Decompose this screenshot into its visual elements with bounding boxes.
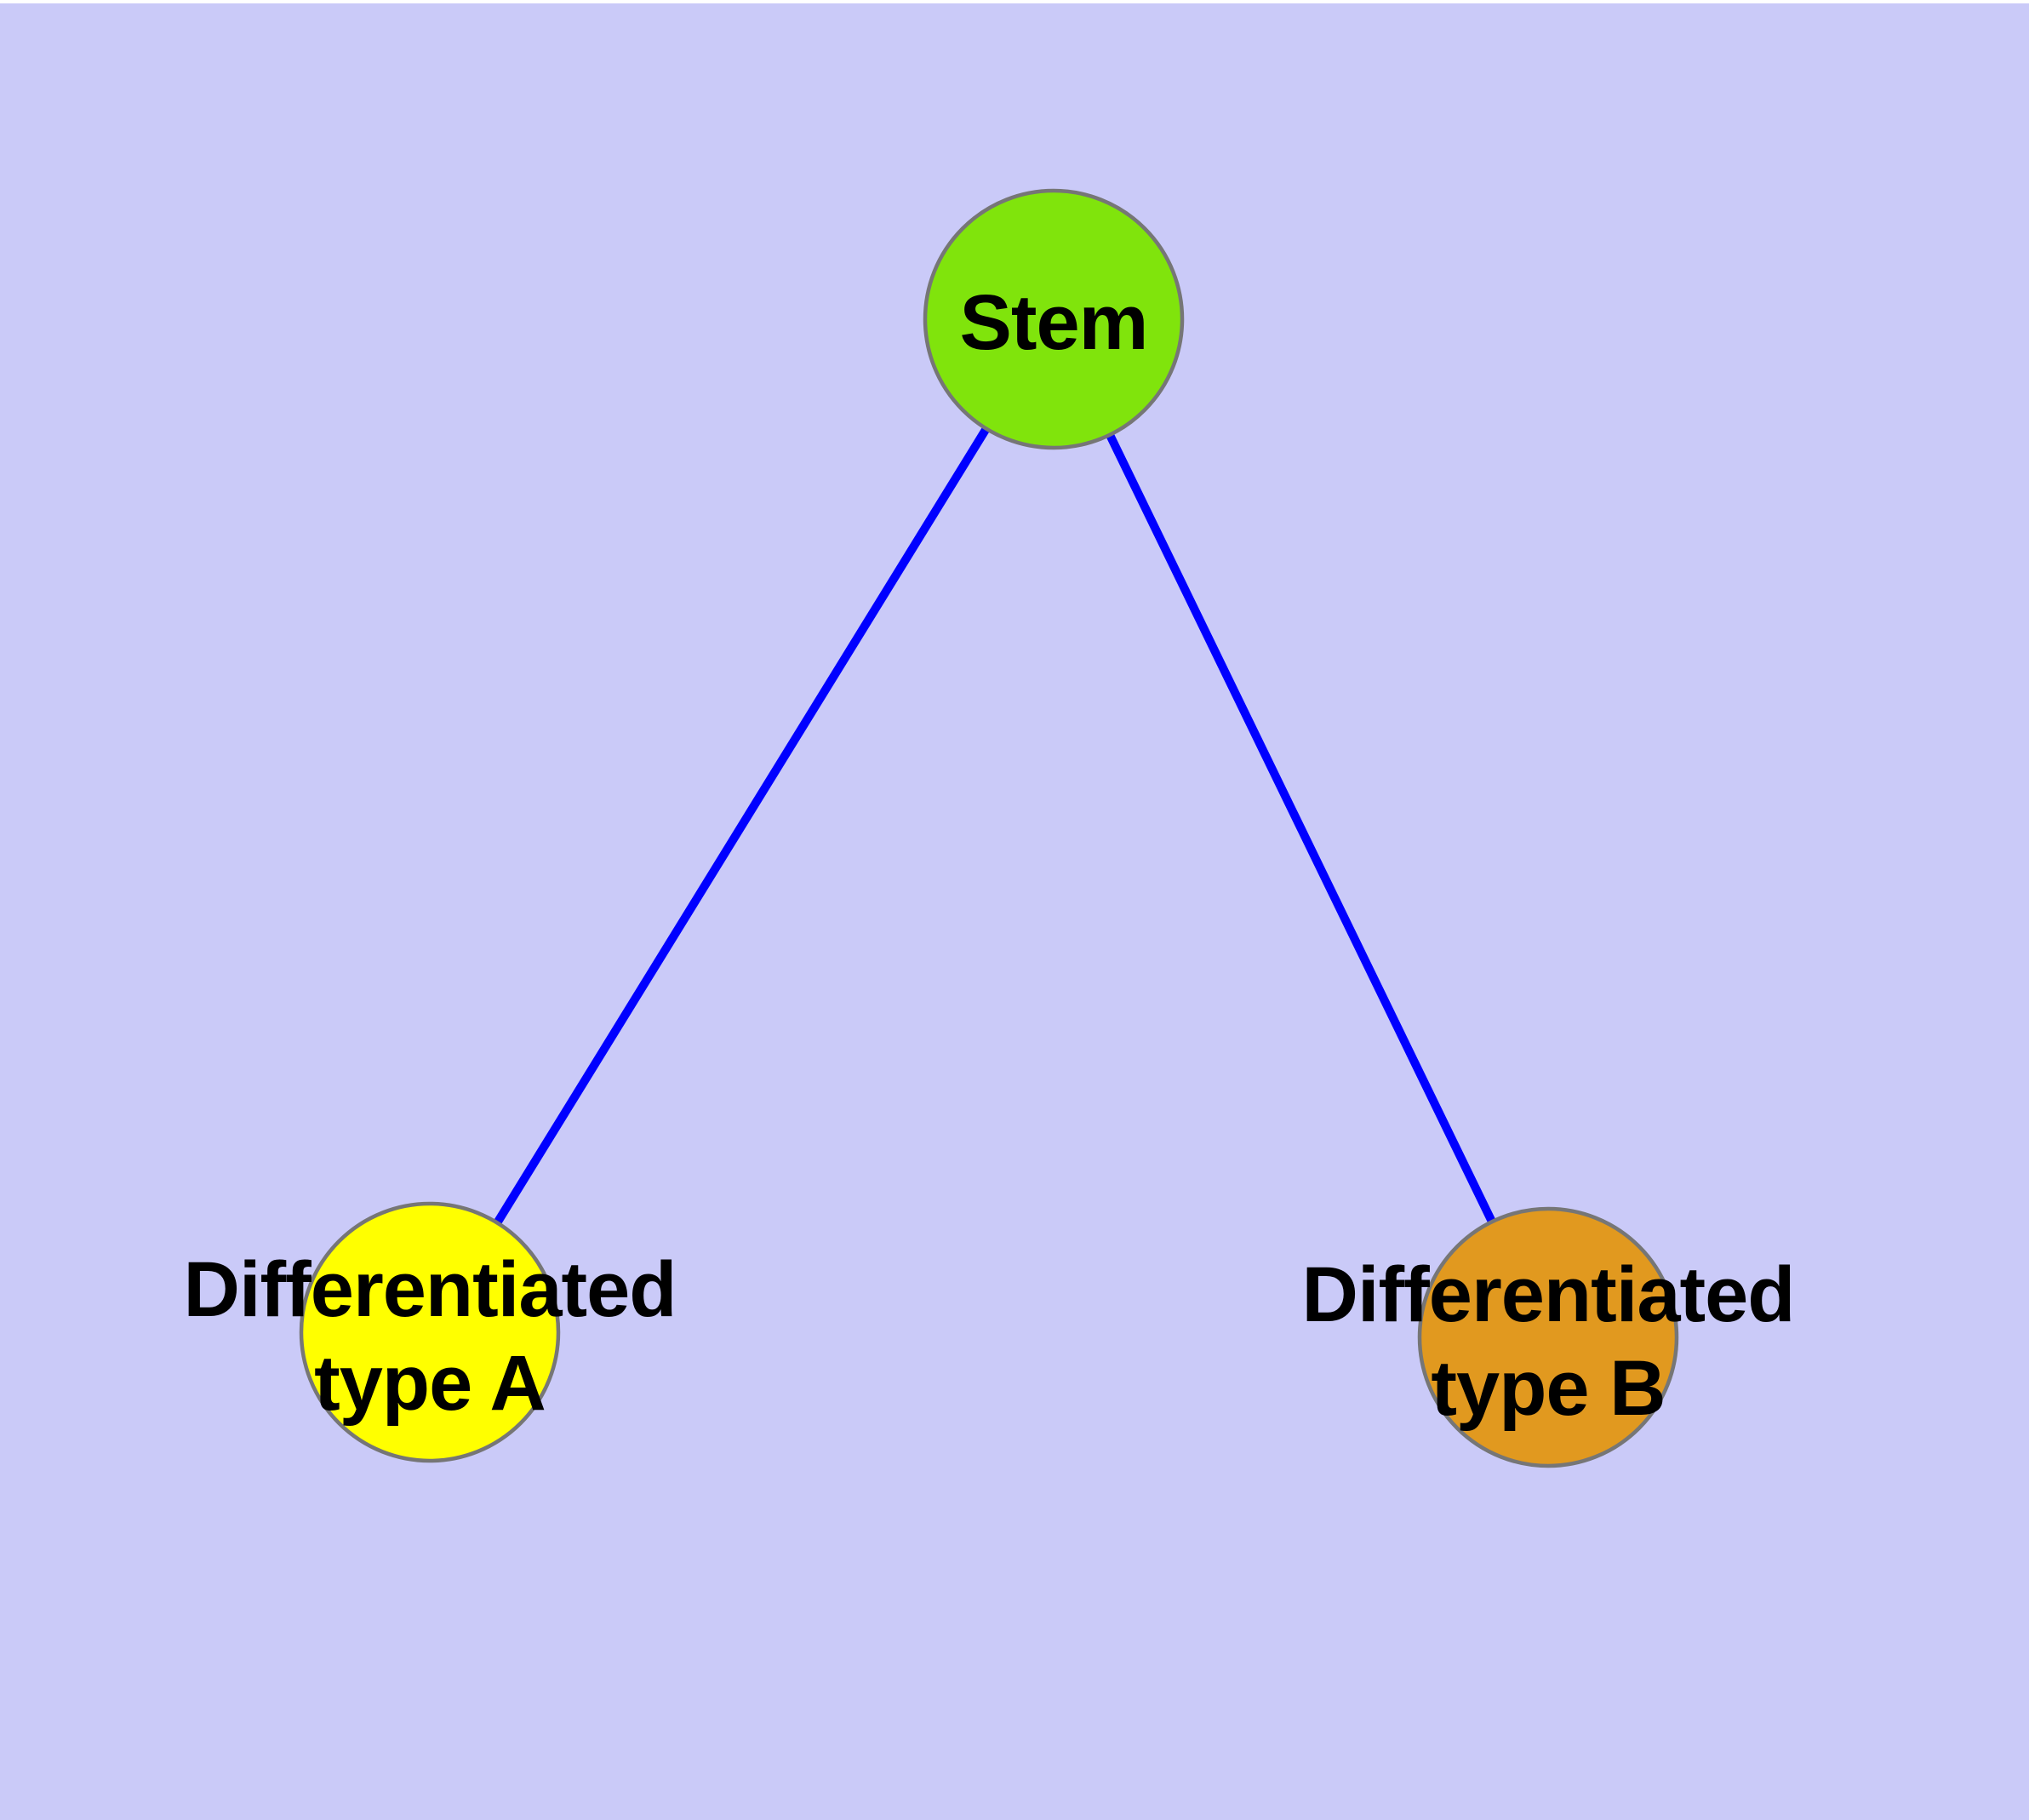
- node-differentiated-type-a-label-line1: Differentiated: [184, 1246, 677, 1333]
- node-stem-circle: [923, 188, 1185, 450]
- node-differentiated-type-a: Differentiated type A: [184, 1201, 677, 1463]
- top-edge-strip: [0, 0, 2029, 3]
- edge-stem-to-type-a: [426, 315, 1058, 1336]
- node-differentiated-type-b-label-line1: Differentiated: [1302, 1251, 1795, 1338]
- node-stem-label: Stem: [960, 279, 1148, 366]
- node-differentiated-type-b-label-line2: type B: [1431, 1345, 1665, 1432]
- node-differentiated-type-a-circle: [299, 1201, 561, 1463]
- node-differentiated-type-b: Differentiated type B: [1302, 1206, 1795, 1468]
- node-stem: Stem: [923, 188, 1185, 450]
- node-differentiated-type-a-label-line2: type A: [314, 1340, 546, 1427]
- node-differentiated-type-b-circle: [1417, 1206, 1679, 1468]
- edge-stem-to-type-b: [1049, 315, 1552, 1342]
